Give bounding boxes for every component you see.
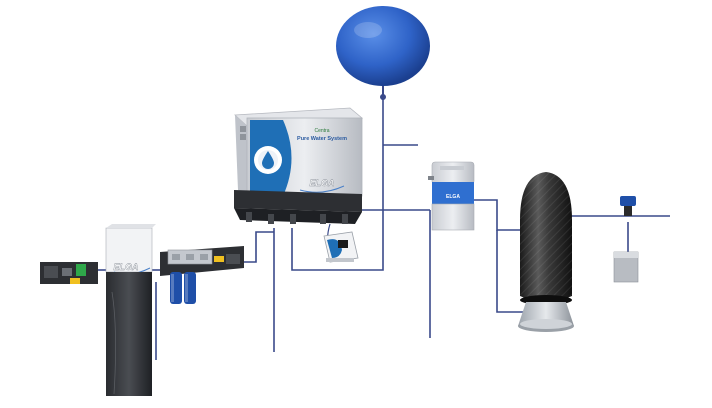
main-purification-unit: Centra Pure Water System ELGA	[234, 108, 362, 224]
inlet-valve-block	[40, 262, 98, 284]
pretreatment-cabinet: ELGA	[106, 224, 156, 396]
level-sensor	[614, 196, 638, 282]
pipe-tank-bottom	[497, 230, 524, 312]
monitor-unit: ELGA	[428, 162, 474, 230]
cabinet-logo: ELGA	[113, 262, 138, 272]
pipe-pretreat-to-unit	[244, 232, 274, 262]
storage-tank	[518, 172, 574, 332]
product-name-text: Pure Water System	[297, 136, 347, 142]
elga-logo: ELGA	[309, 178, 334, 188]
brand-small-text: Centra	[314, 128, 329, 134]
pipework	[98, 96, 670, 360]
expansion-vessel	[336, 6, 430, 100]
pretreatment-filters	[160, 246, 244, 304]
pipe-monitor-to-tank	[474, 200, 522, 230]
monitor-logo: ELGA	[446, 194, 460, 200]
remote-display	[324, 224, 358, 262]
